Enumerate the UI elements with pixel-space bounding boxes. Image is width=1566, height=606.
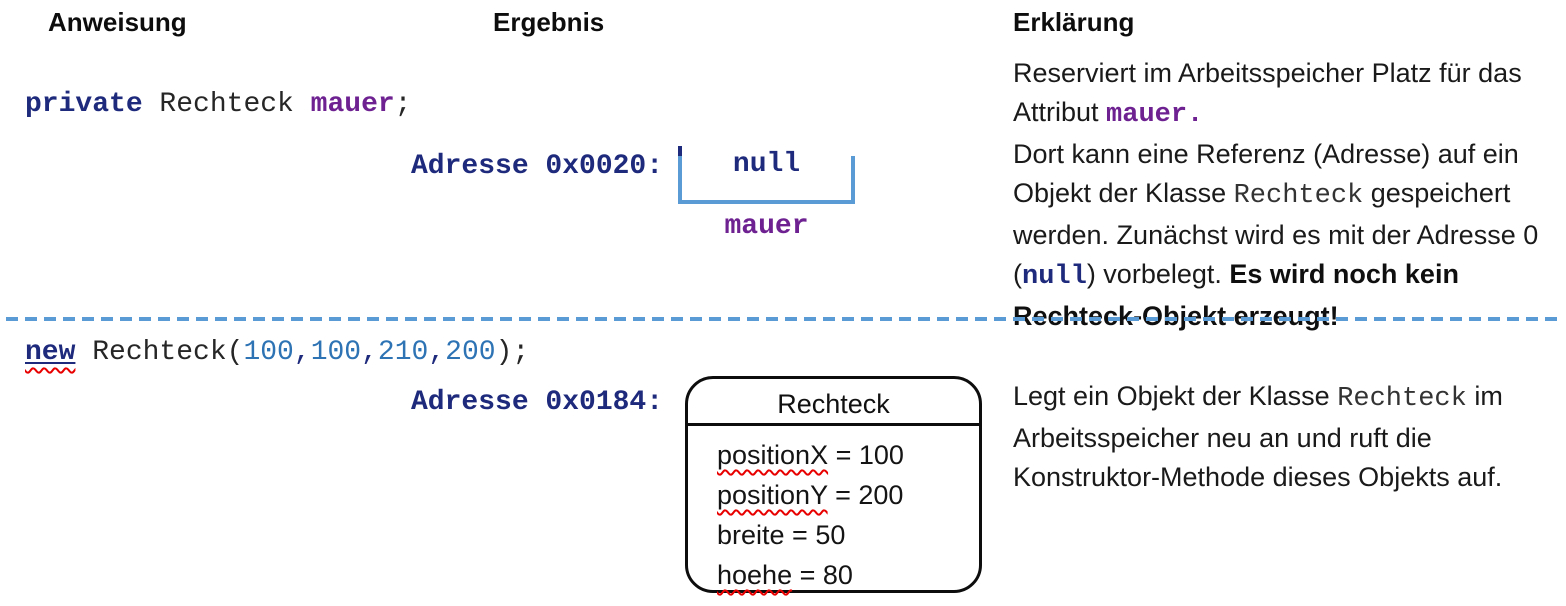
java-number-arg4: 200 [445,337,496,368]
java-comma: , [361,337,378,368]
java-semicolon: ; [394,89,412,120]
inline-code-null: null [1022,262,1087,292]
java-number-arg3: 210 [377,337,429,368]
attribute-value: = 200 [827,480,904,510]
inline-code-rechteck: Rechteck [1337,384,1467,414]
memory-cell-label-mauer: mauer [724,211,809,242]
explanation-text: Dort kann eine Referenz (Adresse) auf ei… [1013,139,1519,208]
column-header-erklaerung: Erklärung [1013,7,1135,37]
explanation-text: ) vorbelegt. [1086,259,1230,289]
explanation-bold-warning: Es wird noch kein Rechteck-Objekt erzeug… [1013,259,1459,331]
attribute-value: = 100 [828,440,904,470]
code-line-constructor-call: new Rechteck(100,100,210,200); [25,339,529,367]
java-comma: , [293,337,311,368]
explanation-row2: Legt ein Objekt der Klasse Rechteck im A… [1013,377,1558,497]
inline-code-rechteck: Rechteck [1233,181,1364,211]
inline-code-mauer: mauer. [1106,100,1204,130]
java-keyword-new: new [25,337,76,368]
attribute-value: = 80 [792,560,853,590]
attribute-name: positionX [717,440,829,470]
object-attribute-positiony: positionY = 200 [717,475,979,515]
java-number-arg2: 100 [310,337,362,368]
java-variable-mauer: mauer [310,89,395,120]
attribute-value: = 50 [784,520,846,550]
attribute-name: breite [717,520,785,550]
explanation-row1: Reserviert im Arbeitsspeicher Platz für … [1013,54,1558,336]
java-comma: , [428,337,446,368]
java-keyword-private: private [25,89,143,120]
column-header-ergebnis: Ergebnis [493,7,605,37]
explanation-row2-paragraph1: Legt ein Objekt der Klasse Rechteck im A… [1013,377,1558,497]
memory-cell-bracket [678,156,855,204]
address-label-0x0184: Adresse 0x0184: [411,387,664,418]
attribute-name: hoehe [717,560,793,590]
explanation-text: Reserviert im Arbeitsspeicher Platz für … [1013,58,1522,127]
explanation-row1-paragraph1: Reserviert im Arbeitsspeicher Platz für … [1013,54,1558,135]
column-header-anweisung: Anweisung [48,7,187,37]
object-diagram-rechteck: Rechteck positionX = 100 positionY = 200… [685,376,982,593]
explanation-text: gespeichert werden. Zunächst wird es mit… [1013,178,1539,289]
explanation-row1-paragraph2: Dort kann eine Referenz (Adresse) auf ei… [1013,135,1558,336]
java-type-rechteck: Rechteck [142,89,311,120]
explanation-text: Legt ein Objekt der Klasse [1013,381,1338,411]
object-attribute-list: positionX = 100 positionY = 200 breite =… [688,426,979,595]
java-number-arg1: 100 [243,337,294,368]
address-label-0x0020: Adresse 0x0020: [411,151,664,182]
java-constructor-call: Rechteck( [75,337,244,368]
memory-cell-value-null: null [732,149,801,180]
code-line-declaration: private Rechteck mauer; [25,91,411,119]
explanation-text: im Arbeitsspeicher neu an und ruft die K… [1013,381,1503,492]
spellcheck-squiggle-new: new [25,337,75,368]
object-attribute-breite: breite = 50 [717,515,979,555]
object-attribute-positionx: positionX = 100 [717,435,979,475]
attribute-name: positionY [717,480,828,510]
dashed-row-divider [6,317,1560,321]
java-close-paren-semicolon: ); [495,337,530,368]
object-class-name: Rechteck [688,379,979,426]
object-attribute-hoehe: hoehe = 80 [717,555,979,595]
